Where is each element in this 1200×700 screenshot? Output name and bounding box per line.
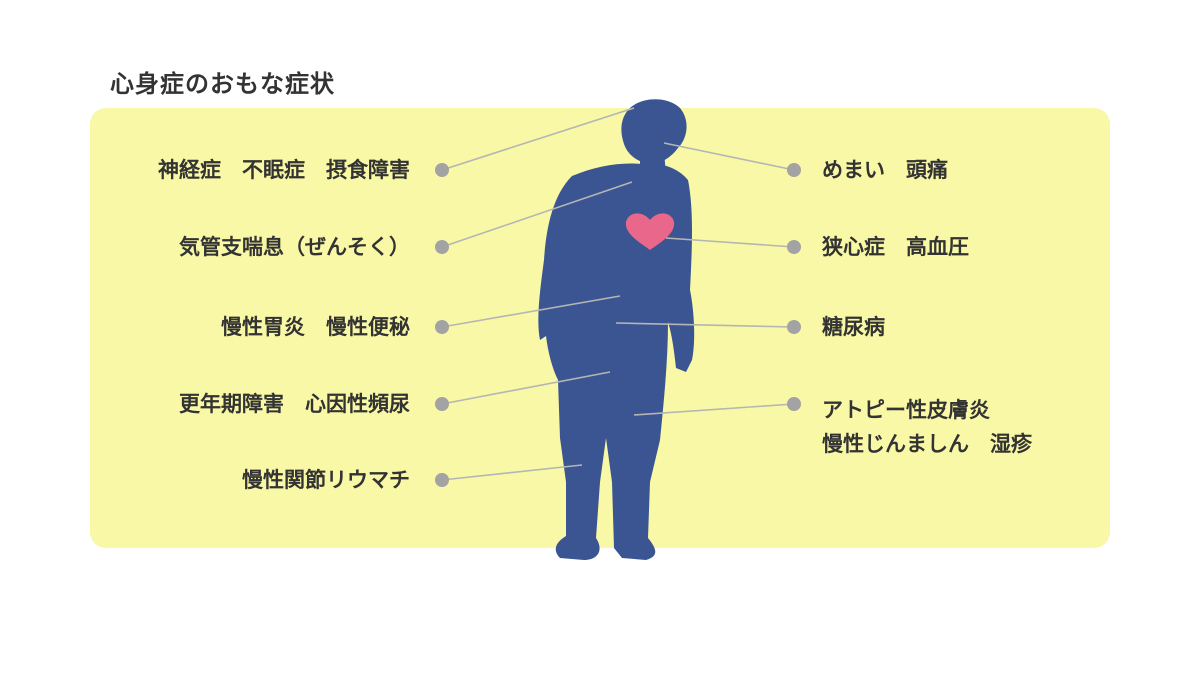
label-chronic-gastritis-constipation: 慢性胃炎 慢性便秘 [221, 315, 410, 339]
heart-icon [625, 213, 675, 250]
connector-dots [435, 163, 801, 487]
label-atopic-dermatitis: アトピー性皮膚炎 [822, 398, 990, 422]
label-dizziness-headache: めまい 頭痛 [822, 158, 948, 182]
dot-left-4 [435, 397, 449, 411]
dot-left-3 [435, 320, 449, 334]
connector-lines [441, 107, 795, 481]
label-angina-hypertension: 狭心症 高血圧 [822, 235, 969, 259]
human-silhouette [538, 99, 695, 560]
dot-left-1 [435, 163, 449, 177]
label-diabetes: 糖尿病 [822, 315, 885, 339]
dot-right-2 [787, 240, 801, 254]
label-bronchial-asthma: 気管支喘息（ぜんそく） [179, 235, 410, 259]
dot-right-3 [787, 320, 801, 334]
label-neurosis-insomnia-eating-disorder: 神経症 不眠症 摂食障害 [158, 158, 410, 182]
label-menopause-psychogenic-urination: 更年期障害 心因性頻尿 [179, 392, 410, 416]
label-rheumatoid-arthritis: 慢性関節リウマチ [242, 468, 410, 492]
dot-left-2 [435, 240, 449, 254]
label-skin-conditions: アトピー性皮膚炎 慢性じんましん 湿疹 [822, 393, 1032, 461]
dot-right-1 [787, 163, 801, 177]
page-title: 心身症のおもな症状 [110, 70, 335, 98]
dot-right-4 [787, 397, 801, 411]
dot-left-5 [435, 473, 449, 487]
label-urticaria-eczema: 慢性じんましん 湿疹 [822, 432, 1032, 456]
